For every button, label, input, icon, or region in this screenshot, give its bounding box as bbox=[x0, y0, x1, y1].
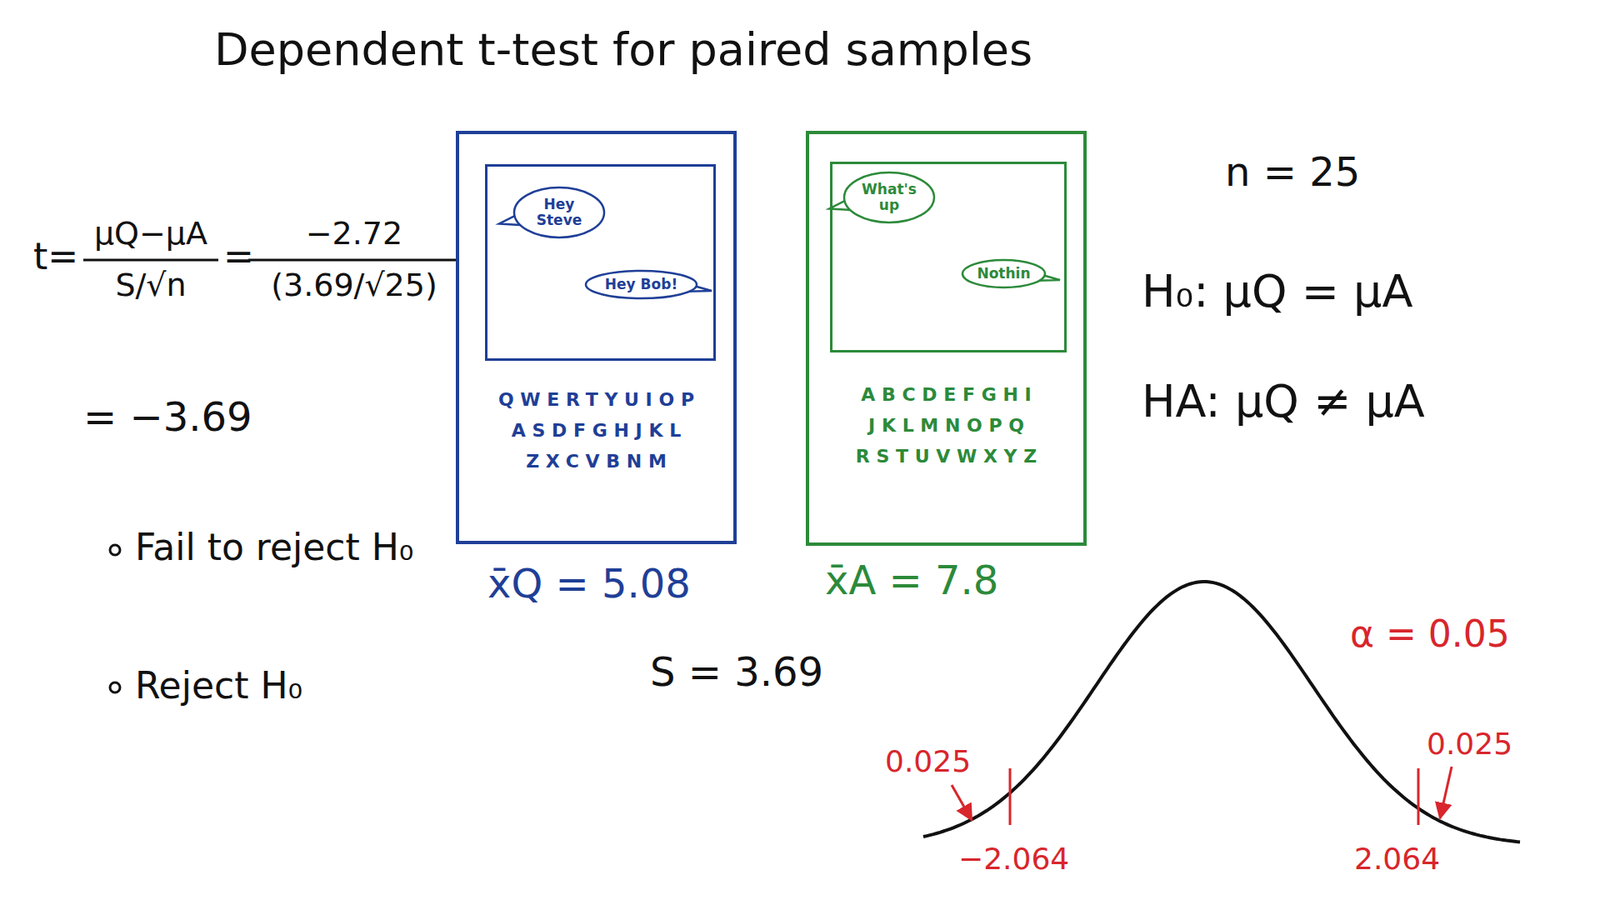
keyboard-row: ASDFGHJKL bbox=[459, 415, 734, 446]
phone-box: ABCDEFGHIJKLMNOPQRSTUVWXYZ What's up Nothi… bbox=[805, 130, 1087, 546]
keyboard: ABCDEFGHIJKLMNOPQRSTUVWXYZ bbox=[809, 379, 1084, 472]
alpha-level: α = 0.05 bbox=[1350, 612, 1510, 655]
bubble-ellipse bbox=[514, 187, 605, 238]
keyboard-row: RSTUVWXYZ bbox=[809, 440, 1084, 472]
label-slot: n = 25 bbox=[1225, 148, 1360, 195]
label-slot: x̄A = 7.8 bbox=[825, 556, 999, 604]
title: Dependent t-test for paired samples bbox=[214, 23, 1033, 76]
bullet bbox=[110, 545, 120, 555]
bubble-text: What's up bbox=[860, 181, 919, 213]
keyboard-row: JKLMNOPQ bbox=[809, 410, 1084, 441]
label-slot: S/√n bbox=[83, 266, 219, 304]
bubble-ellipse bbox=[962, 260, 1045, 288]
phone-screen bbox=[485, 164, 716, 361]
bubble-text: Nothin bbox=[976, 265, 1030, 282]
mean-value: x̄A = 7.8 bbox=[825, 556, 999, 604]
null-hypothesis: H₀: μQ = μA bbox=[1141, 265, 1413, 318]
critical-value: 2.064 bbox=[1354, 841, 1440, 876]
tail-area: 0.025 bbox=[1426, 726, 1513, 761]
label-slot: Reject H₀ bbox=[135, 664, 303, 707]
critical-tick bbox=[1009, 768, 1012, 825]
option-text: Fail to reject H₀ bbox=[135, 525, 414, 569]
phone-box: QWERTYUIOPASDFGHJKLZXCVBNM Hey SteveHey B… bbox=[455, 130, 737, 545]
bullet bbox=[110, 682, 120, 693]
label-slot: Fail to reject H₀ bbox=[135, 526, 435, 570]
label-slot: (3.69/√25) bbox=[248, 266, 460, 304]
label-slot: HA: μQ ≠ μA bbox=[1141, 375, 1425, 428]
label-slot: 0.025 bbox=[885, 744, 971, 779]
label-slot: t= bbox=[33, 235, 79, 278]
keyboard-row: QWERTYUIOP bbox=[459, 384, 734, 415]
formula-denominator: (3.69/√25) bbox=[270, 266, 438, 304]
bubble-text: Hey Bob! bbox=[605, 276, 678, 293]
formula-denominator: S/√n bbox=[115, 266, 186, 304]
speech-bubble: Hey Bob! bbox=[584, 269, 699, 300]
critical-tick bbox=[1417, 768, 1420, 825]
label-slot: −2.72 bbox=[248, 215, 460, 252]
label-slot: x̄Q = 5.08 bbox=[487, 560, 691, 607]
fraction-bar bbox=[83, 259, 219, 262]
std-dev-value: S = 3.69 bbox=[650, 648, 824, 695]
leader-arrow bbox=[1440, 766, 1452, 819]
label-slot: μQ−μA bbox=[83, 215, 219, 252]
fraction-bar bbox=[248, 259, 460, 262]
label-slot: = bbox=[223, 235, 255, 278]
label-slot: 0.025 bbox=[1426, 726, 1513, 761]
label-slot: = −3.69 bbox=[83, 393, 253, 440]
keyboard: QWERTYUIOPASDFGHJKLZXCVBNM bbox=[459, 384, 734, 477]
label-slot: H₀: μQ = μA bbox=[1141, 265, 1413, 318]
label-slot: −2.064 bbox=[958, 841, 1070, 876]
formula-result: = −3.69 bbox=[83, 393, 253, 440]
sample-size: n = 25 bbox=[1225, 148, 1360, 195]
bubble-text: Hey Steve bbox=[530, 196, 589, 228]
title-slot: Dependent t-test for paired samples bbox=[214, 23, 1033, 76]
formula-equals: = bbox=[223, 235, 255, 278]
speech-bubble: Nothin bbox=[960, 258, 1047, 290]
bubble-ellipse bbox=[585, 270, 697, 299]
speech-bubble: What's up bbox=[842, 170, 936, 225]
keyboard-row: ZXCVBNM bbox=[459, 445, 734, 477]
speech-bubble: Hey Steve bbox=[512, 185, 606, 240]
label-slot: S = 3.69 bbox=[650, 648, 824, 695]
formula-symbol: t= bbox=[33, 235, 79, 278]
label-slot: 2.064 bbox=[1354, 841, 1440, 876]
alt-hypothesis: HA: μQ ≠ μA bbox=[1141, 375, 1425, 428]
label-slot: α = 0.05 bbox=[1350, 612, 1510, 655]
formula-numerator: −2.72 bbox=[305, 215, 403, 252]
keyboard-row: ABCDEFGHI bbox=[809, 379, 1084, 410]
bubble-ellipse bbox=[844, 172, 935, 223]
option-text: Reject H₀ bbox=[135, 664, 303, 707]
t-distribution-curve bbox=[923, 581, 1520, 843]
critical-value: −2.064 bbox=[958, 841, 1070, 876]
leader-arrow bbox=[951, 785, 972, 820]
formula-numerator: μQ−μA bbox=[94, 215, 208, 252]
tail-area: 0.025 bbox=[885, 744, 971, 779]
mean-value: x̄Q = 5.08 bbox=[487, 560, 691, 607]
